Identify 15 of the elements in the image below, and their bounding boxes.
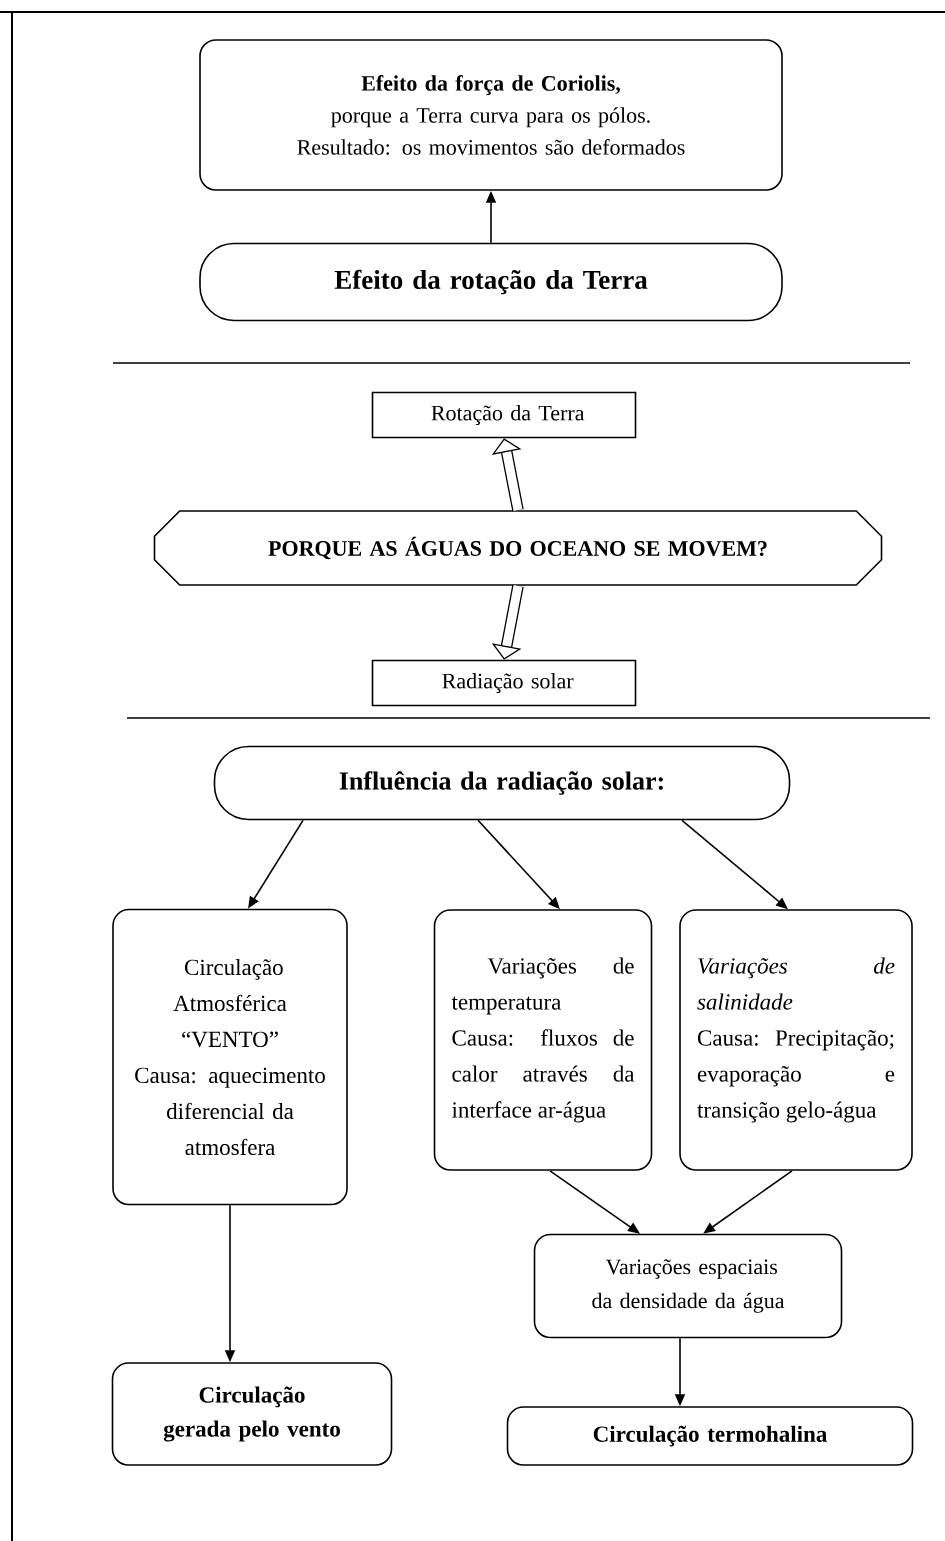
process-box: Variações espaciais da densidade da água	[533, 1233, 843, 1339]
process-box: Efeito da força de Coriolis, porque a Terra curva para os pólos. Resultado: os movimentos são deformados	[199, 39, 783, 191]
arrow	[703, 1170, 793, 1234]
result-box: Circulação gerada pelo vento	[111, 1362, 393, 1466]
question-box: PORQUE AS ÁGUAS DO OCEANO SE MOVEM?	[153, 510, 883, 586]
arrow	[491, 438, 524, 512]
label-box: Rotação da Terra	[371, 391, 637, 439]
label-box: Radiação solar	[371, 659, 637, 707]
process-box: Variações de temperatura Causa: fluxos de calor através da interface ar-água	[433, 909, 653, 1171]
result-box: Circulação termohalina	[506, 1406, 914, 1466]
process-box: Influência da radiação solar:	[213, 745, 791, 821]
arrow	[549, 1170, 640, 1234]
process-box: Efeito da rotação da Terra	[199, 242, 783, 322]
process-box: Circulação Atmosférica “VENTO” Causa: aquecimento diferencial da atmosfera	[112, 908, 348, 1206]
process-box: Variações de salinidade Causa: Precipitação; evaporação e transição gelo-água	[679, 909, 913, 1171]
